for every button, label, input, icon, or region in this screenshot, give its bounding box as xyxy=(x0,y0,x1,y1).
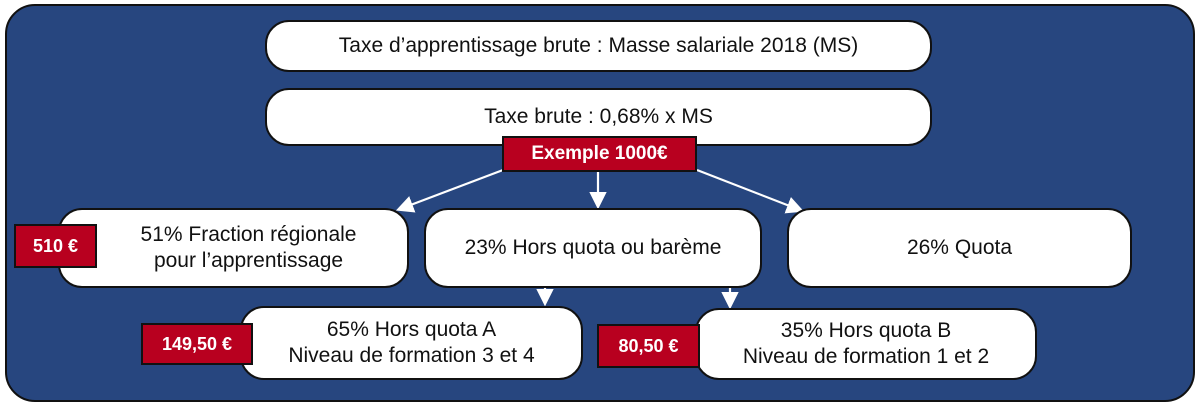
hors-quota-b-amount: 80,50 € xyxy=(618,335,679,356)
hors-quota-b-amount-badge: 80,50 € xyxy=(597,324,700,368)
hors-quota-b-line1: 35% Hors quota B xyxy=(780,319,952,342)
regional-amount-badge: 510 € xyxy=(14,224,97,268)
hors-quota-a-amount: 149,50 € xyxy=(161,333,233,354)
hors-quota-a-box: 65% Hors quota A Niveau de formation 3 e… xyxy=(240,306,583,380)
title-text: Taxe d’apprentissage brute : Masse salar… xyxy=(338,34,859,57)
example-badge: Exemple 1000€ xyxy=(502,136,697,172)
arrow-right xyxy=(696,168,805,214)
hors-quota-b-line2: Niveau de formation 1 et 2 xyxy=(742,345,990,368)
title-box: Taxe d’apprentissage brute : Masse salar… xyxy=(265,20,932,72)
hors-quota-box: 23% Hors quota ou barème xyxy=(424,208,762,288)
hors-quota-b-box: 35% Hors quota B Niveau de formation 1 e… xyxy=(695,308,1037,380)
gross-tax-text: Taxe brute : 0,68% x MS xyxy=(484,105,713,128)
example-text: Exemple 1000€ xyxy=(531,143,668,164)
regional-line1: 51% Fraction régionale xyxy=(140,223,357,246)
hors-quota-a-amount-badge: 149,50 € xyxy=(141,323,253,365)
regional-fraction-box: 51% Fraction régionale pour l’apprentiss… xyxy=(58,208,409,288)
hors-quota-a-line1: 65% Hors quota A xyxy=(326,318,497,341)
arrow-left xyxy=(395,168,504,213)
quota-box: 26% Quota xyxy=(787,208,1132,288)
hors-quota-text: 23% Hors quota ou barème xyxy=(464,236,722,259)
regional-line2: pour l’apprentissage xyxy=(153,249,344,272)
regional-amount: 510 € xyxy=(32,235,79,256)
hors-quota-a-line2: Niveau de formation 3 et 4 xyxy=(288,344,535,367)
quota-text: 26% Quota xyxy=(906,236,1013,259)
